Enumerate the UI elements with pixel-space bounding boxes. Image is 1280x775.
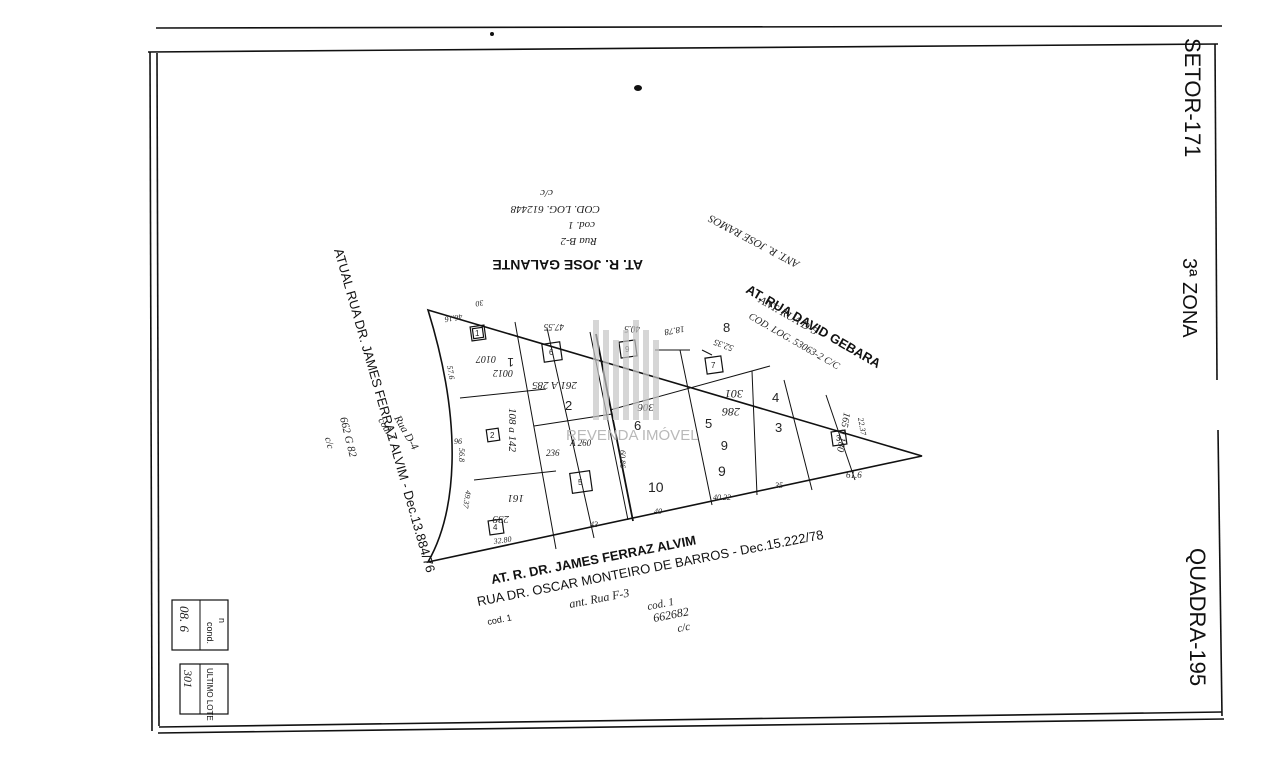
left-street: ATUAL RUA DR. JAMES FERRAZ ALVIM - Dec.1… [322, 247, 438, 575]
m-46: 46.16 [444, 312, 463, 324]
top-street: AT. R. JOSE GALANTE Rua B-2 cod. 1 COD. … [492, 187, 643, 273]
cond-value: 08. 6 [177, 606, 192, 633]
code-301: 301 [725, 387, 744, 401]
watermark-bar [633, 320, 639, 420]
code-108: 108 a 142 [506, 408, 518, 453]
code-260: A 260 [569, 438, 592, 448]
m-40c: 40 [654, 507, 662, 516]
code-236: 236 [546, 448, 560, 458]
m-96: 96 [454, 437, 462, 446]
marker-4: 4 [493, 523, 498, 532]
bottom-street: AT. R. DR. JAMES FERRAZ ALVIM RUA DR. OS… [476, 527, 825, 635]
quadra-label: QUADRA-195 [1185, 548, 1210, 686]
setor-label: SETOR-171 [1180, 38, 1205, 157]
left-street-4: 662 G 82 [337, 416, 359, 459]
top-street-small: Rua B-2 [560, 235, 598, 247]
m-57: 57.6 [445, 365, 456, 380]
ink-blot [634, 85, 642, 91]
cond-n: n [217, 618, 227, 623]
m-40: 40.5 [624, 324, 640, 334]
m-22: 22.37 [856, 417, 868, 437]
lot-6b: 6 [634, 418, 641, 433]
bottom-street-cod-small: cod. 1 [486, 612, 512, 626]
ultimo-box [179, 663, 229, 715]
ultimo-label: ULTIMO LOTE [205, 668, 214, 721]
bottom-street-cc: c/c [676, 621, 691, 635]
watermark-bar [643, 330, 649, 420]
m-43: 43 [590, 520, 598, 529]
code-161: 161 [508, 492, 525, 504]
lot-5: 5 [705, 416, 712, 431]
top-street-name: AT. R. JOSE GALANTE [492, 257, 643, 273]
block-outline [426, 308, 923, 564]
m-40b: 40.22 [713, 493, 731, 502]
marker-7: 7 [711, 361, 716, 370]
marker-6: 6 [549, 348, 554, 357]
top-street-cod: cod. 1 [568, 219, 595, 231]
watermark-bar [653, 340, 659, 420]
bottom-street-cod: cod. 1 [646, 596, 675, 613]
lot-4: 4 [772, 390, 779, 405]
m-49: 49.37 [461, 490, 473, 510]
lot-numbers: 1 2 3 4 5 6 8 9 10 6 [507, 320, 782, 495]
frame [147, 25, 1225, 734]
lot-2: 2 [565, 398, 572, 413]
top-street-cc: c/c [540, 187, 553, 199]
code-0107: 0107 [475, 353, 496, 364]
lot-9: 9 [718, 463, 726, 479]
marker-2: 2 [490, 431, 495, 440]
watermark-text: REVENDA IMÓVEL [566, 427, 699, 444]
watermark-bar [613, 340, 619, 420]
m-52: 52.35 [712, 337, 735, 353]
ink-speck [490, 32, 494, 36]
code-0012: 0012 [493, 367, 513, 378]
corner-box: cond. n 08. 6 ULTIMO LOTE 301 [171, 599, 229, 721]
marker-5: 5 [578, 478, 583, 487]
lot-6: 6 [721, 438, 728, 453]
marker-1: 1 [475, 329, 480, 338]
measurements: 46.16 30 47.55 40.5 18.78 52.35 22.37 61… [444, 298, 868, 546]
code-180: 165 a 180 [834, 411, 852, 452]
watermark-bar [623, 330, 629, 420]
left-street-5: c/c [322, 436, 336, 451]
lot-8: 8 [723, 320, 730, 335]
code-286: 286 [722, 405, 740, 419]
m-35: 35 [774, 481, 783, 490]
zona-label: 3ª ZONA [1178, 258, 1200, 338]
lot-1: 1 [507, 355, 514, 369]
marker-3: 3 [836, 434, 841, 443]
bottom-street-code: 662682 [652, 604, 690, 625]
ultimo-value: 301 [181, 669, 195, 688]
left-street-1: ATUAL RUA DR. JAMES FERRAZ ALVIM - Dec.1… [331, 247, 438, 575]
watermark-bar [593, 320, 599, 420]
lot-10: 10 [648, 479, 664, 495]
m-30: 30 [475, 298, 485, 308]
lot-3: 3 [775, 420, 782, 435]
watermark-bar [603, 330, 609, 420]
scan-marks [490, 32, 642, 91]
m-47: 47.55 [543, 322, 564, 332]
m-56: 56.8 [457, 448, 466, 462]
right-street-4: ANT. R. JOSE RAMOS [706, 212, 802, 271]
m-32: 32.80 [492, 535, 512, 547]
m-61: 61.6 [846, 470, 862, 480]
watermark: REVENDA IMÓVEL [566, 320, 699, 444]
code-261: 261 A 285 [532, 379, 577, 391]
cond-label: cond. [205, 622, 215, 644]
code-239: 239 [492, 513, 509, 525]
m-60: 60.86 [618, 450, 627, 468]
m-18: 18.78 [663, 324, 685, 337]
top-street-codlog: COD. LOG. 612448 [510, 203, 600, 215]
